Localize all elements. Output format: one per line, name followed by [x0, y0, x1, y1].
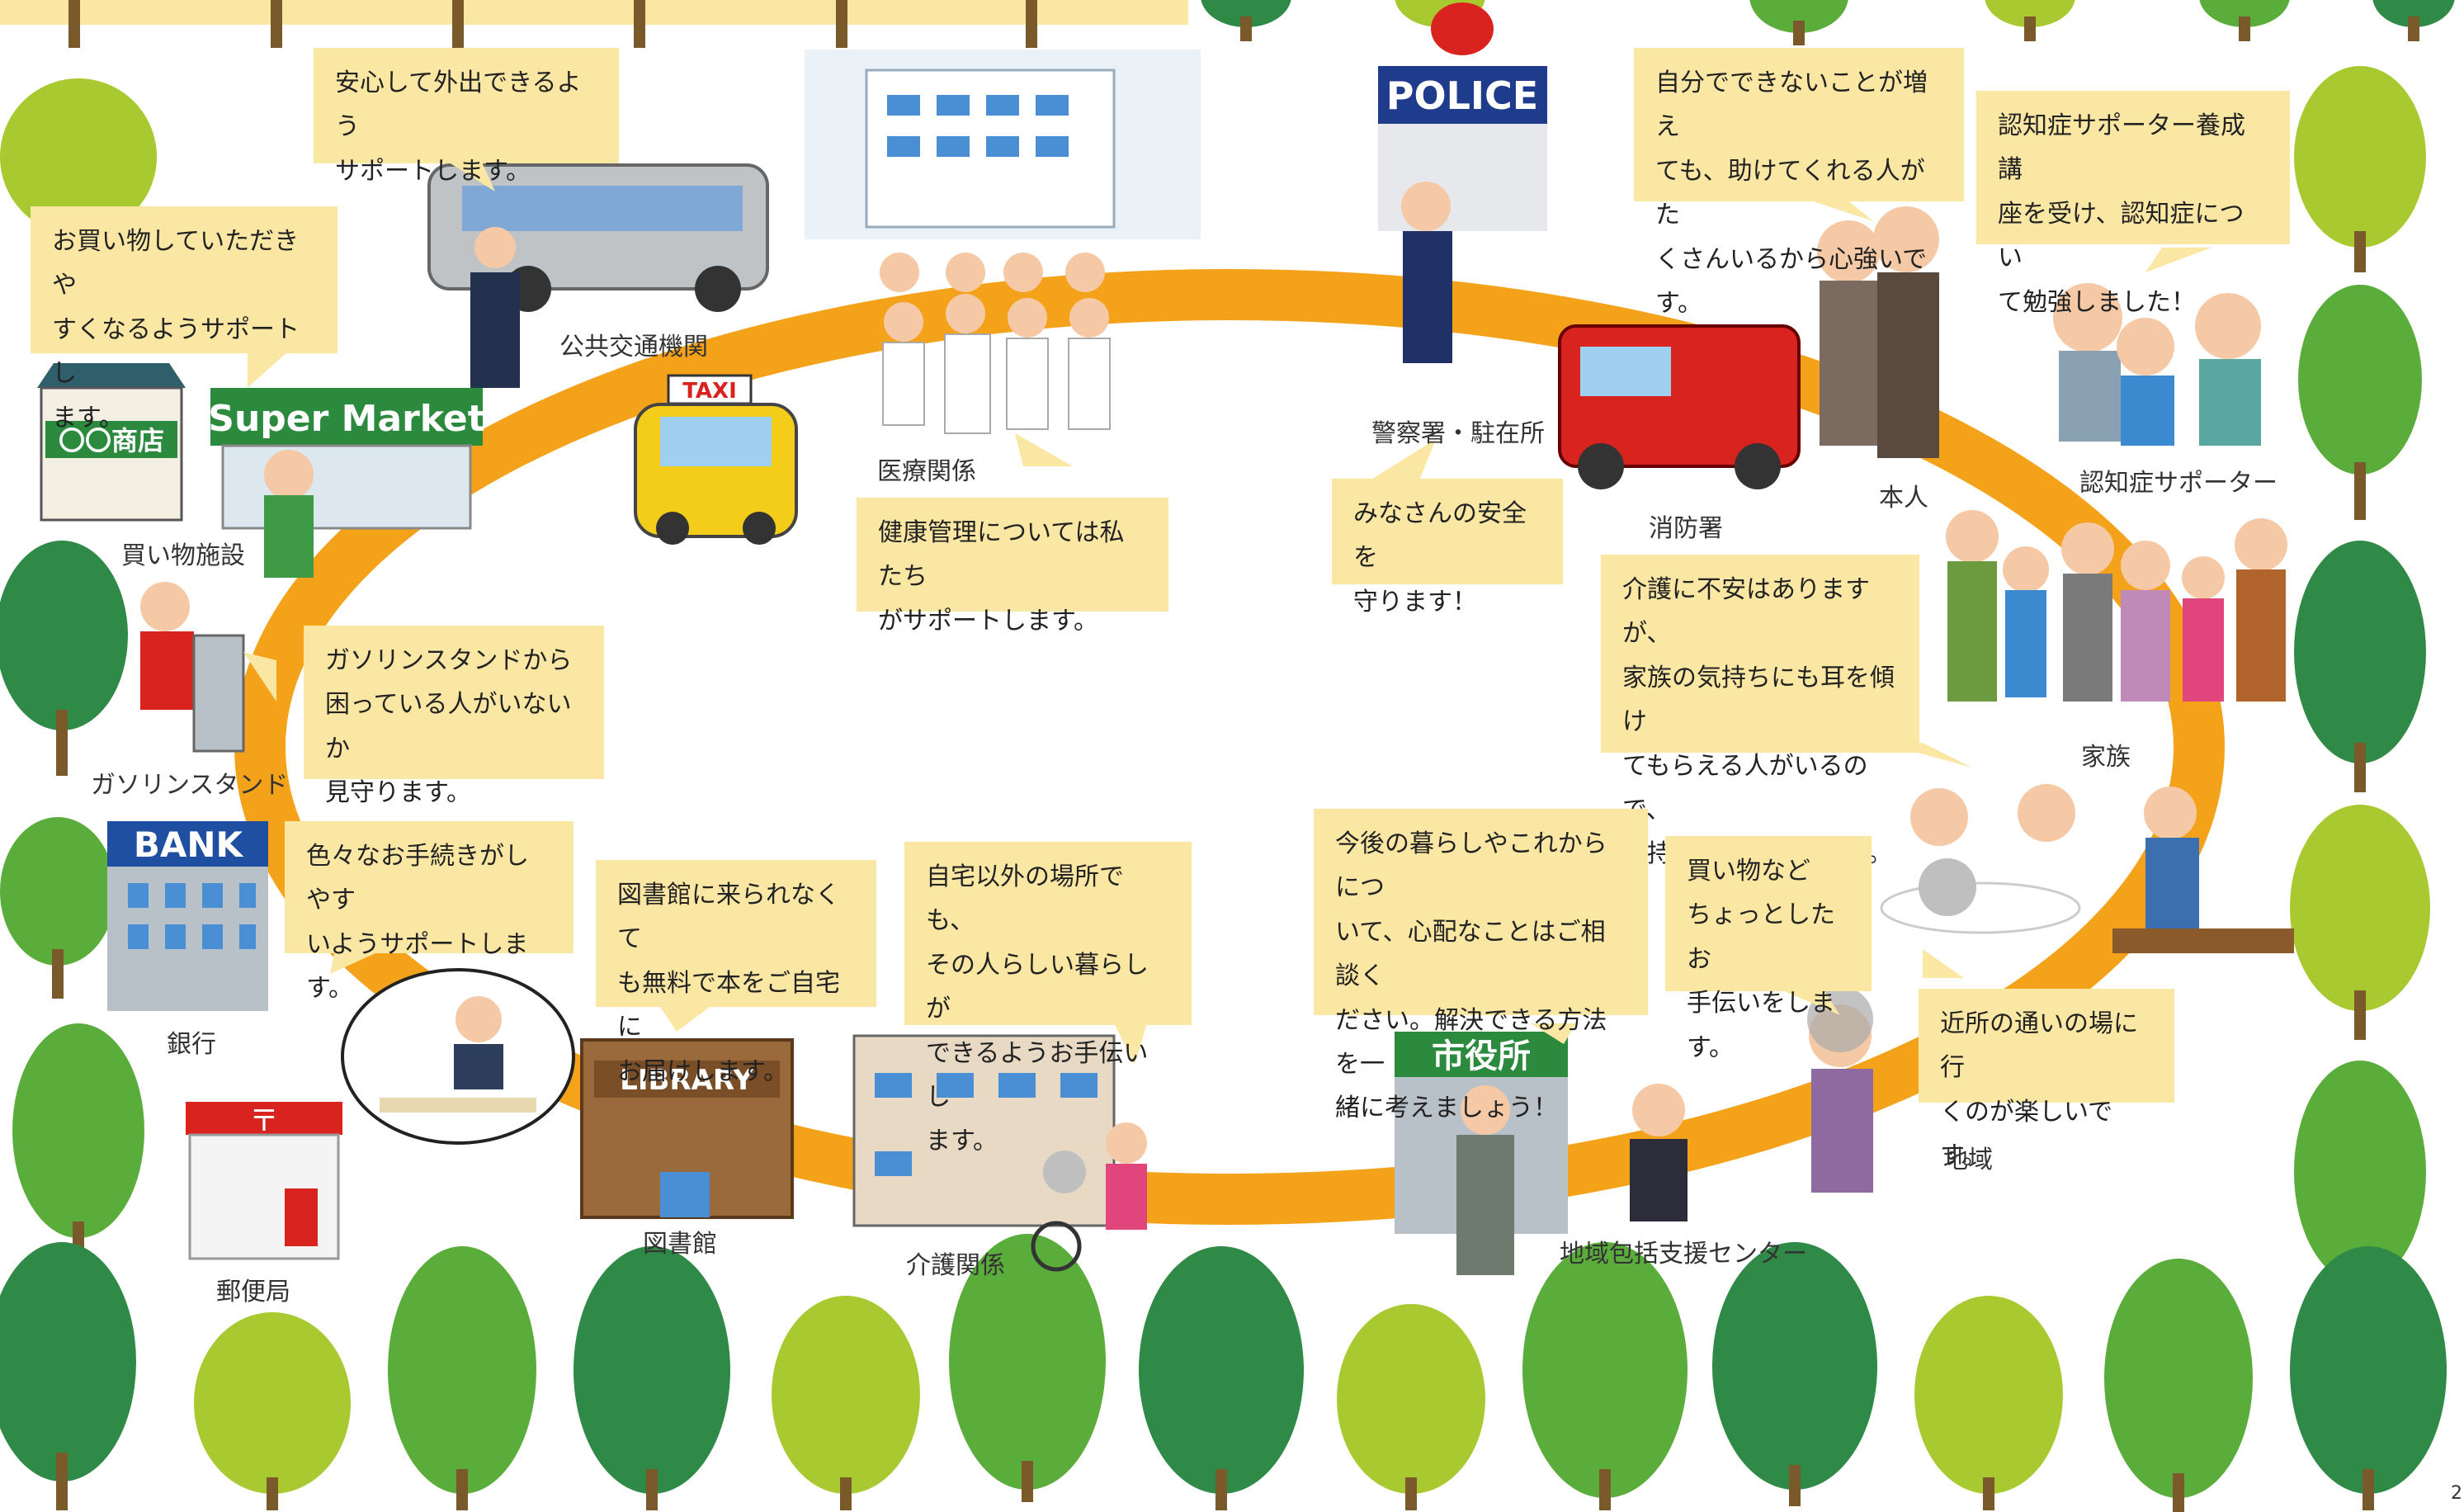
taxi-sign: TAXI	[682, 379, 737, 404]
top-trees	[68, 0, 2455, 48]
left-trees	[0, 78, 157, 1279]
library-bubble: 図書館に来られなくて も無料で本をご自宅に お届けします。	[596, 860, 876, 1086]
top-strip	[0, 0, 1188, 25]
bank-sign: BANK	[134, 825, 244, 865]
label-bank: 銀行	[167, 1030, 216, 1059]
library-illustration: LIBRARY	[580, 1038, 794, 1219]
city-bubble-text: 今後の暮らしやこれからにつ いて、心配なことはご相談く ださい。解決できる方法を…	[1335, 829, 1607, 1123]
care-facility-illustration	[852, 1034, 1147, 1272]
supporter-bubble: 認知症サポーター養成講 座を受け、認知症につい て勉強しました！	[1976, 91, 2290, 317]
label-care: 介護関係	[906, 1251, 1005, 1280]
label-supporter: 認知症サポーター	[2079, 469, 2278, 498]
community-gathering-illustration	[1880, 784, 2294, 953]
tree	[836, 0, 847, 48]
tree	[1749, 0, 1848, 45]
shop-bubble-text: お買い物していただきや すくなるようサポートし ます。	[52, 227, 300, 432]
medical-bubble: 健康管理については私たち がサポートします。	[857, 498, 1168, 636]
hospital-illustration	[805, 50, 1201, 434]
community-bubble: 近所の通いの場に行 くのが楽しいです。	[1919, 989, 2174, 1170]
label-family: 家族	[2081, 743, 2131, 772]
community-bubble-text: 近所の通いの場に行 くのが楽しいです。	[1940, 1009, 2138, 1171]
police-bubble: みなさんの安全を 守ります！	[1332, 479, 1563, 617]
label-self: 本人	[1879, 484, 1928, 513]
label-post: 郵便局	[216, 1278, 290, 1306]
label-shop: 買い物施設	[121, 541, 245, 570]
family-bubble: 介護に不安はありますが、 家族の気持ちにも耳を傾け てもらえる人がいるので、 気…	[1601, 555, 1919, 868]
tree	[634, 0, 645, 48]
bank-bubble-text: 色々なお手続きがしやす いようサポートします。	[306, 842, 529, 1004]
label-gas: ガソリンスタンド	[91, 771, 289, 800]
shop-bubble: お買い物していただきや すくなるようサポートし ます。	[31, 206, 338, 432]
tree	[2199, 0, 2290, 41]
label-library: 図書館	[643, 1230, 717, 1259]
right-trees	[2290, 66, 2430, 1312]
label-center: 地域包括支援センター	[1560, 1240, 1807, 1269]
tree	[271, 0, 282, 48]
taxi-illustration: TAXI	[634, 374, 798, 545]
dementia-supporters-illustration	[2053, 283, 2261, 446]
city-hall-sign: 市役所	[1432, 1037, 1531, 1075]
shopping-help-bubble: 買い物など ちょっとしたお 手伝いをします。	[1665, 836, 1872, 1062]
fire-truck-illustration	[1558, 324, 1801, 489]
tree	[452, 0, 464, 48]
bottom-trees	[0, 1234, 2447, 1512]
gas-station-illustration	[140, 582, 245, 753]
local-shop-sign: 〇〇商店	[59, 425, 164, 456]
library-sign: LIBRARY	[620, 1064, 753, 1097]
bank-bubble: 色々なお手続きがしやす いようサポートします。	[285, 821, 574, 1003]
bank-illustration: BANK	[107, 821, 268, 1011]
label-region: 地域	[1943, 1146, 1993, 1174]
library-bubble-text: 図書館に来られなくて も無料で本をご自宅に お届けします。	[617, 881, 840, 1086]
police-sign: POLICE	[1386, 73, 1538, 118]
city-hall-illustration: 市役所	[1395, 1032, 1688, 1275]
tree	[2372, 0, 2455, 41]
supermarket-sign: Super Market	[208, 398, 485, 440]
self-bubble-text: 自分でできないことが増え ても、助けてくれる人がた くさんいるから心強いです。	[1655, 69, 1928, 318]
city-bubble: 今後の暮らしやこれからにつ いて、心配なことはご相談く ださい。解決できる方法を…	[1314, 809, 1648, 1122]
tree	[68, 0, 80, 48]
page-number: 2	[2451, 1483, 2462, 1504]
tree	[1985, 0, 2075, 41]
road-ring	[234, 269, 2225, 1225]
label-bus: 公共交通機関	[559, 333, 708, 361]
gas-bubble-text: ガソリンスタンドから 困っている人がいないか 見守ります。	[325, 646, 573, 808]
bus-bubble: 安心して外出できるよう サポートします。	[314, 48, 619, 186]
self-bubble: 自分でできないことが増え ても、助けてくれる人がた くさんいるから心強いです。	[1634, 48, 1964, 318]
bus-bubble-text: 安心して外出できるよう サポートします。	[335, 69, 582, 186]
supporter-bubble-text: 認知症サポーター養成講 座を受け、認知症につい て勉強しました！	[1998, 111, 2245, 317]
bank-teller-illustration	[341, 968, 575, 1145]
post-sign: 〒	[249, 1104, 279, 1138]
post-office-illustration: 〒	[186, 1102, 342, 1260]
label-police: 警察署・駐在所	[1371, 419, 1545, 448]
police-illustration: POLICE	[1378, 2, 1547, 363]
family-bubble-text: 介護に不安はありますが、 家族の気持ちにも耳を傾け てもらえる人がいるので、 気…	[1622, 575, 1895, 868]
family-illustration	[1946, 510, 2287, 702]
tree	[1026, 0, 1037, 48]
supermarket-illustration: Super Market	[208, 388, 485, 578]
elderly-couple-illustration	[1817, 206, 1939, 458]
care-bubble-text: 自宅以外の場所でも、 その人らしい暮らしが できるようお手伝いし ます。	[926, 862, 1149, 1156]
police-bubble-text: みなさんの安全を 守ります！	[1353, 499, 1527, 617]
care-bubble: 自宅以外の場所でも、 その人らしい暮らしが できるようお手伝いし ます。	[904, 842, 1192, 1155]
label-medical: 医療関係	[877, 457, 976, 486]
local-shop-illustration: 〇〇商店	[37, 363, 186, 522]
gas-bubble: ガソリンスタンドから 困っている人がいないか 見守ります。	[304, 626, 604, 807]
medical-bubble-text: 健康管理については私たち がサポートします。	[878, 518, 1125, 636]
shopping-help-bubble-text: 買い物など ちょっとしたお 手伝いをします。	[1687, 857, 1835, 1062]
bus-illustration	[427, 163, 769, 388]
tree	[1201, 0, 1291, 41]
label-fire: 消防署	[1649, 514, 1723, 543]
